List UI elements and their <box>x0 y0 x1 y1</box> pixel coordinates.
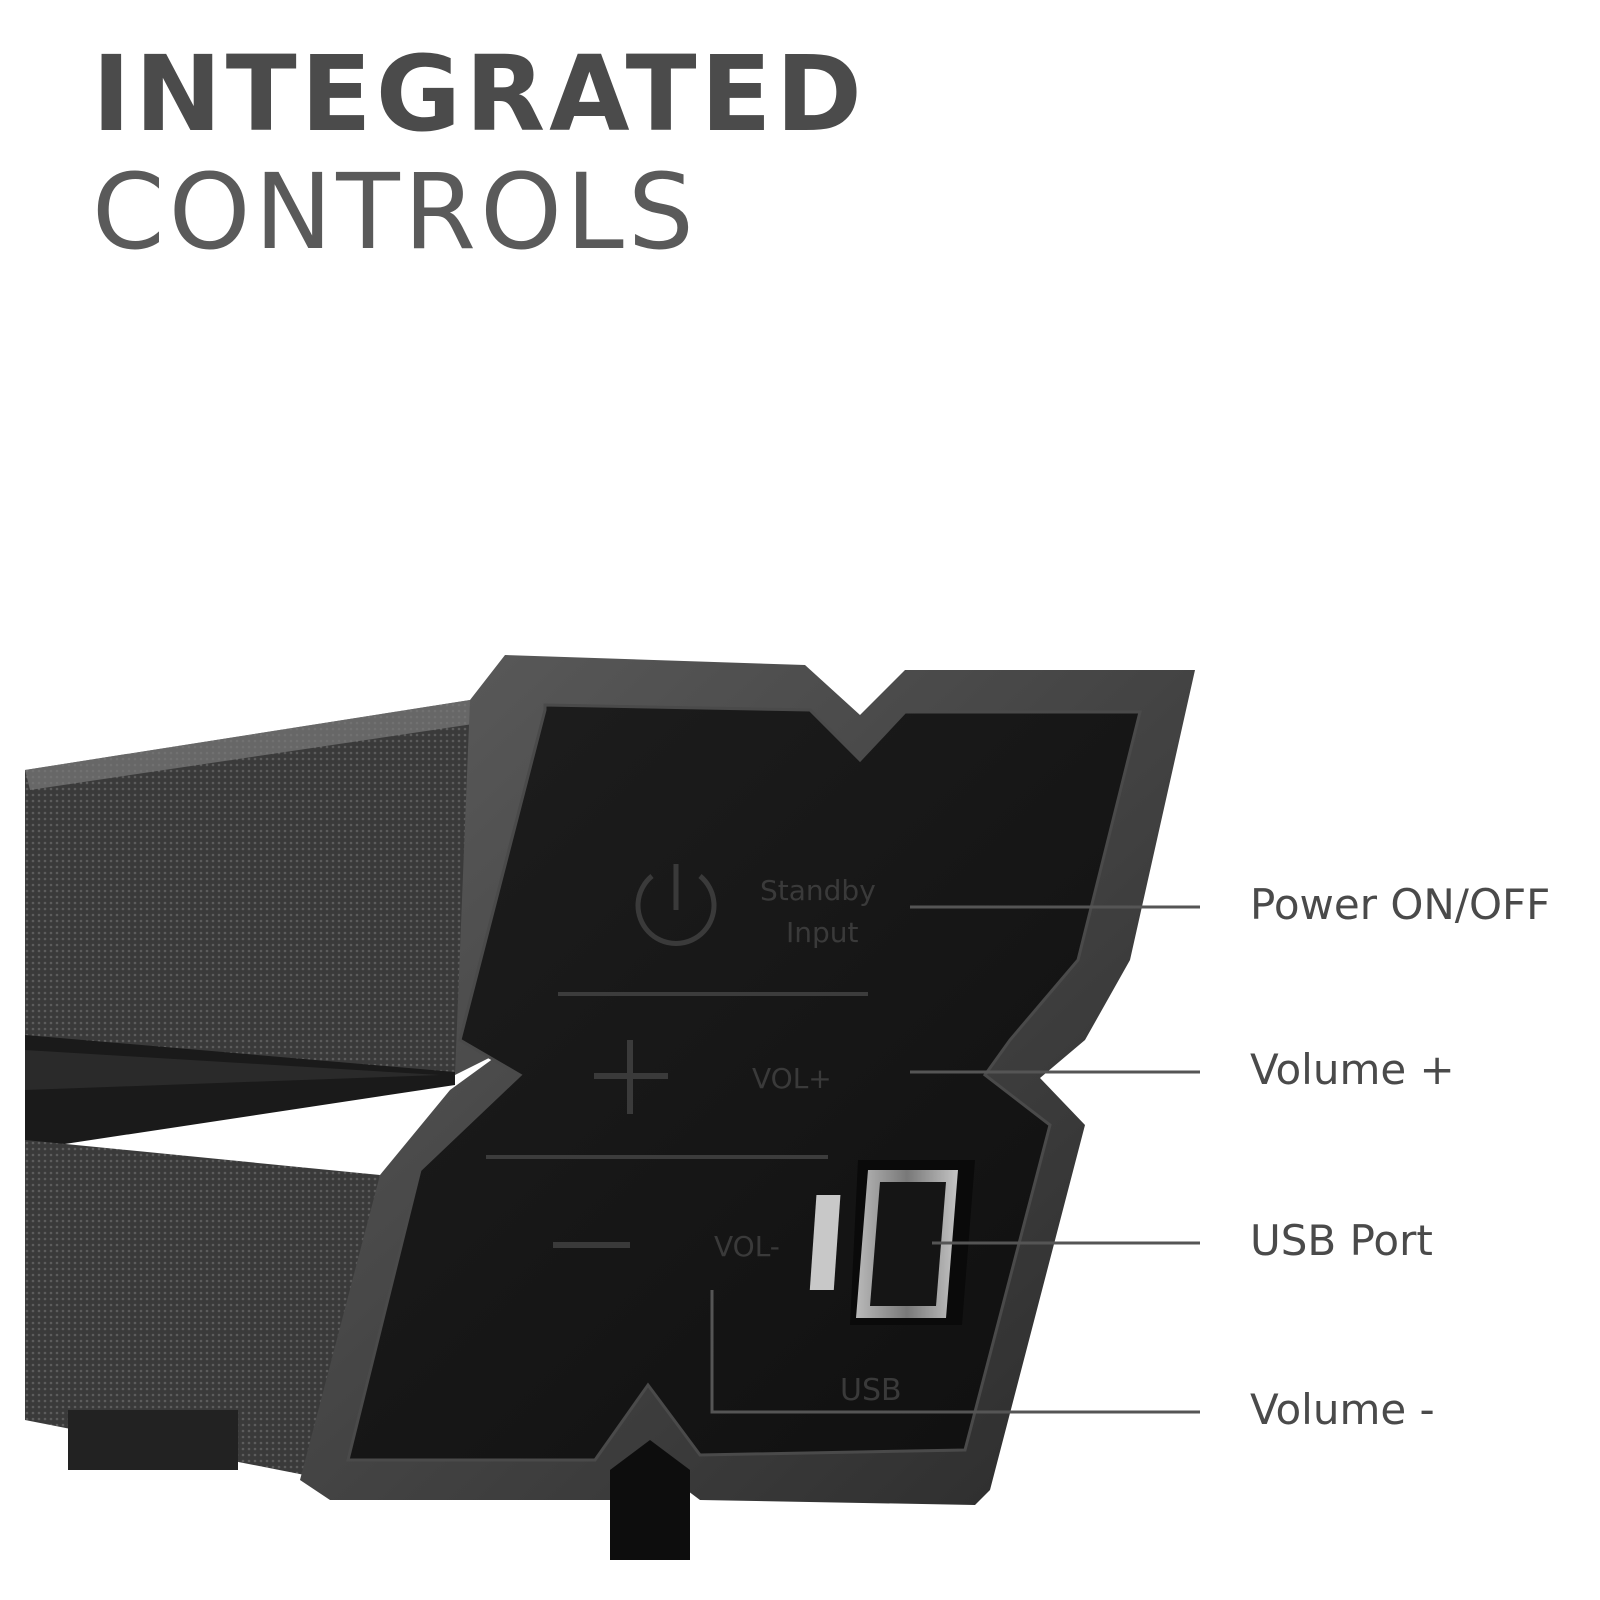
callout-power: Power ON/OFF <box>1250 880 1551 929</box>
usb-label: USB <box>840 1373 902 1408</box>
end-cap <box>300 655 1195 1560</box>
callout-lines <box>710 905 1200 1414</box>
vol-minus-label: VOL- <box>714 1230 780 1263</box>
callout-usb-port: USB Port <box>1250 1216 1433 1265</box>
usb-port-icon[interactable] <box>809 1160 975 1325</box>
soundbar-foot <box>68 1410 238 1470</box>
headline-line-2: CONTROLS <box>92 151 698 273</box>
speaker-grille-upper <box>25 700 500 1075</box>
speaker-grille-lower <box>25 1140 380 1480</box>
headline-line-1: INTEGRATED <box>92 33 866 155</box>
callout-volume-up: Volume + <box>1250 1045 1455 1094</box>
vol-plus-label: VOL+ <box>752 1062 832 1095</box>
callout-volume-down: Volume - <box>1250 1385 1435 1434</box>
speaker-groove <box>25 1035 455 1150</box>
plus-icon[interactable] <box>594 1040 668 1114</box>
headline: INTEGRATED CONTROLS <box>92 42 866 278</box>
input-label: Input <box>786 916 859 949</box>
standby-label: Standby <box>760 874 876 907</box>
power-icon[interactable] <box>635 864 717 946</box>
